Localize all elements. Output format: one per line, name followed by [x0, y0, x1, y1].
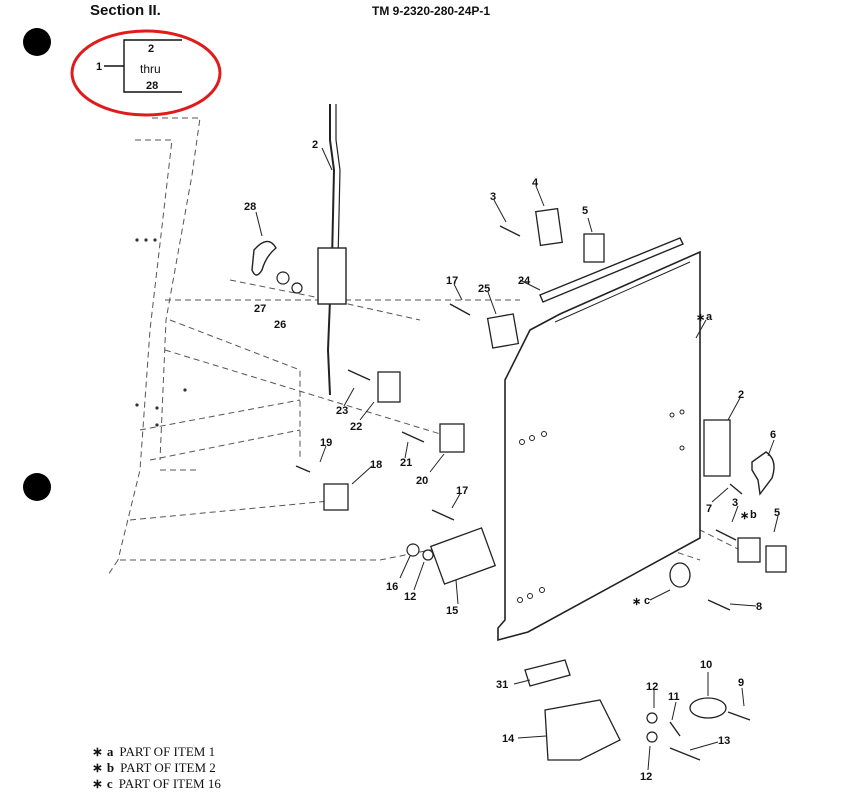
svg-text:∗: ∗ — [632, 596, 641, 608]
weatherstrip — [539, 237, 684, 303]
callout-to: 28 — [146, 80, 158, 92]
label-7: 7 — [706, 503, 712, 515]
label-28: 28 — [244, 201, 256, 213]
washers — [276, 271, 658, 743]
door-holes — [517, 409, 685, 603]
label-9: 9 — [738, 677, 744, 689]
label-17b: 17 — [456, 485, 468, 497]
door-panel — [497, 250, 701, 642]
svg-text:∗: ∗ — [696, 312, 705, 324]
callout-thru: thru — [140, 62, 161, 76]
rod-bracket — [317, 247, 347, 305]
label-b: b — [750, 509, 757, 521]
label-22: 22 — [350, 421, 362, 433]
label-2a: 2 — [312, 139, 318, 151]
label-2b: 2 — [738, 389, 744, 401]
label-3b: 3 — [732, 497, 738, 509]
frame-holes — [135, 238, 187, 427]
label-5b: 5 — [774, 507, 780, 519]
label-24: 24 — [518, 275, 531, 287]
label-14: 14 — [502, 733, 515, 745]
label-12b: 12 — [646, 681, 658, 693]
label-3a: 3 — [490, 191, 496, 203]
red-highlight-circle — [70, 29, 222, 117]
label-8: 8 — [756, 601, 762, 613]
screws — [295, 225, 751, 761]
label-10: 10 — [700, 659, 712, 671]
label-12c: 12 — [640, 771, 652, 783]
label-20: 20 — [416, 475, 428, 487]
label-13: 13 — [718, 735, 730, 747]
label-21: 21 — [400, 457, 412, 469]
label-17a: 17 — [446, 275, 458, 287]
label-18: 18 — [370, 459, 382, 471]
label-11: 11 — [668, 691, 680, 703]
label-6: 6 — [770, 429, 776, 441]
label-31: 31 — [496, 679, 508, 691]
label-23: 23 — [336, 405, 348, 417]
label-15: 15 — [446, 605, 458, 617]
label-25: 25 — [478, 283, 490, 295]
item-callout: 1 2 thru 28 — [70, 29, 222, 117]
part-labels: 2 28 27 26 3 4 5 24 17 25 a 23 22 21 20 … — [244, 139, 780, 783]
punch-hole-bottom — [23, 473, 51, 501]
label-5a: 5 — [582, 205, 588, 217]
inside-handle — [251, 240, 277, 276]
label-12a: 12 — [404, 591, 416, 603]
label-c: c — [644, 595, 650, 607]
label-a: a — [706, 311, 713, 323]
label-16: 16 — [386, 581, 398, 593]
punch-hole-top — [23, 28, 51, 56]
outside-handle — [751, 451, 775, 496]
section-title: Section II. — [90, 2, 161, 19]
leader-lines — [255, 147, 779, 771]
callout-from: 2 — [148, 43, 154, 55]
brackets — [323, 207, 787, 761]
tm-number: TM 9-2320-280-24P-1 — [372, 4, 491, 18]
svg-text:∗: ∗ — [740, 510, 749, 522]
label-27: 27 — [254, 303, 266, 315]
label-19: 19 — [320, 437, 332, 449]
callout-item: 1 — [96, 61, 102, 73]
label-26: 26 — [274, 319, 286, 331]
label-4: 4 — [532, 177, 539, 189]
asterisks: ∗ ∗ ∗ — [632, 312, 749, 608]
